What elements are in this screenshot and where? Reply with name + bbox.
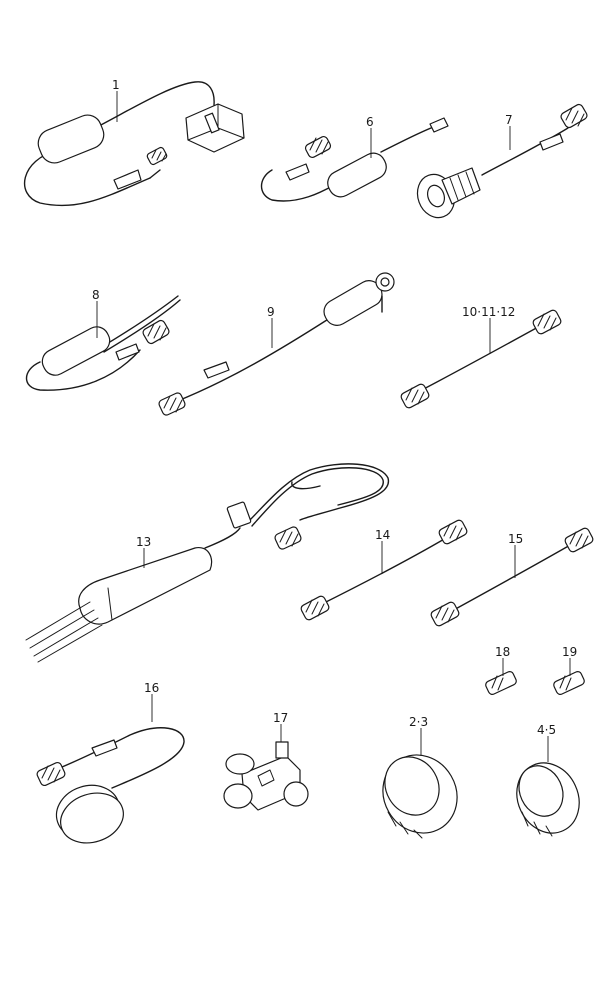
part-9-sensor-cable[interactable] — [158, 272, 395, 416]
part-18-terminator[interactable] — [484, 670, 517, 695]
part-label-7: 7 — [505, 113, 513, 127]
part-label-2-3: 2·3 — [409, 715, 428, 729]
part-15-cable[interactable] — [430, 527, 594, 627]
part-label-10-11-12: 10·11·12 — [462, 305, 515, 319]
part-8-cable-assembly[interactable] — [25, 295, 181, 391]
part-4-5-ring[interactable] — [506, 753, 591, 844]
part-17-t-connector[interactable] — [223, 741, 309, 811]
part-10-11-12-cable[interactable] — [400, 309, 562, 409]
part-label-8: 8 — [92, 288, 100, 302]
part-label-14: 14 — [375, 528, 390, 542]
part-1-cable-assembly[interactable] — [24, 81, 245, 207]
part-label-18: 18 — [495, 645, 510, 659]
part-label-15: 15 — [508, 532, 523, 546]
part-label-9: 9 — [267, 305, 275, 319]
part-19-terminator[interactable] — [552, 670, 585, 695]
part-7-through-hull-cable[interactable] — [412, 103, 589, 223]
part-label-16: 16 — [144, 681, 159, 695]
part-label-6: 6 — [366, 115, 374, 129]
part-label-19: 19 — [562, 645, 577, 659]
part-13-wiring-harness[interactable] — [25, 463, 390, 663]
part-16-puck-sensor[interactable] — [36, 727, 185, 851]
part-2-3-ring[interactable] — [369, 741, 471, 846]
part-6-cable-assembly[interactable] — [260, 117, 449, 202]
part-label-17: 17 — [273, 711, 288, 725]
part-label-4-5: 4·5 — [537, 723, 556, 737]
part-label-1: 1 — [112, 78, 120, 92]
part-label-13: 13 — [136, 535, 151, 549]
